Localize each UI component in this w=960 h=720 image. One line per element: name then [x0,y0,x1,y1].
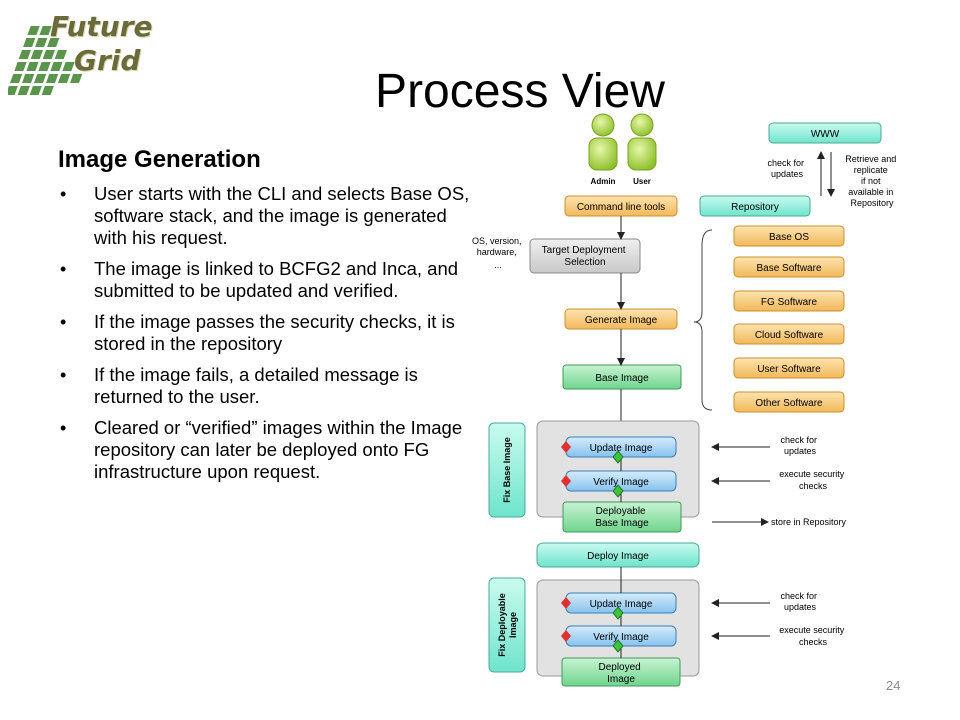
security-checks-note-2: execute security checks [779,625,847,647]
software-box-base-software [733,256,845,278]
bullet-list: User starts with the CLI and selects Bas… [60,183,470,492]
www-label: WWW [811,129,840,140]
check-updates-top-note: check for updates [767,158,806,179]
software-brace [693,229,713,411]
user-actor-icon [627,113,657,171]
slide-title: Process View [375,65,665,118]
update-image-label-2: Update Image [590,599,653,610]
future-grid-logo: Future Grid [5,6,158,104]
software-label: Cloud Software [755,330,824,341]
command-line-tools-label: Command line tools [577,202,665,213]
retrieve-note: Retrieve and replicate if not available … [845,154,899,208]
fix-deployable-image-line2: Image [508,612,518,638]
user-label: User [633,177,651,186]
verify-image-label: Verify Image [593,477,649,488]
repository-label: Repository [731,202,779,213]
logo-text-future: Future [50,10,153,43]
update-image-label: Update Image [590,443,653,454]
fix-deployable-image-box [488,577,526,673]
section-heading: Image Generation [58,146,261,173]
fix-deployable-image-line1: Fix Deployable [497,593,507,657]
software-box-user-software [733,357,845,379]
grid-icon [5,26,83,95]
check-updates-note-2: check for updates [780,591,819,612]
fix-base-image-box [488,422,526,518]
deploy-image-box [536,542,700,568]
deployed-image-label: Deployed Image [598,662,643,685]
pass-diamond-icon [612,606,624,620]
software-box-other-software [733,391,845,413]
fail-diamond-icon [561,441,571,453]
target-deployment-box [529,238,641,274]
generate-image-label: Generate Image [585,315,658,326]
pass-diamond-icon [612,484,624,498]
os-version-note: OS, version, hardware, ... [472,236,524,270]
bullet-item: If the image fails, a detailed message i… [60,364,470,408]
www-box [768,122,882,144]
fix-base-image-label: Fix Base Image [502,437,512,503]
software-label: Base OS [769,232,809,243]
verify-image-label-2: Verify Image [593,632,649,643]
software-label: User Software [757,364,821,375]
fail-diamond-icon [561,630,571,642]
software-label: Base Software [756,263,821,274]
software-label: Other Software [755,398,823,409]
bullet-item: The image is linked to BCFG2 and Inca, a… [60,258,470,302]
bullet-item: If the image passes the security checks,… [60,311,470,355]
target-deployment-label: Target Deployment Selection [542,245,629,268]
bullet-item: User starts with the CLI and selects Bas… [60,183,470,249]
fail-diamond-icon [561,597,571,609]
store-repository-note: store in Repository [771,517,847,527]
deploy-image-label: Deploy Image [587,551,649,562]
slide-number: 24 [886,678,901,693]
deployable-base-image-box [562,501,682,533]
bullet-item: Cleared or “verified” images within the … [60,417,470,483]
pass-diamond-icon [612,450,624,464]
logo-text-grid: Grid [74,44,141,77]
check-updates-note: check for updates [780,435,819,456]
base-image-label: Base Image [595,373,649,384]
admin-actor-icon [588,113,618,171]
software-box-base-os [733,225,845,247]
pass-diamond-icon [612,639,624,653]
software-box-fg-software [733,290,845,312]
fail-diamond-icon [561,475,571,487]
admin-label: Admin [591,177,616,186]
deployable-base-image-label: Deployable Base Image [595,506,649,529]
repository-box [699,195,811,217]
security-checks-note: execute security checks [779,469,847,491]
software-label: FG Software [761,297,818,308]
software-box-cloud-software [733,323,845,345]
